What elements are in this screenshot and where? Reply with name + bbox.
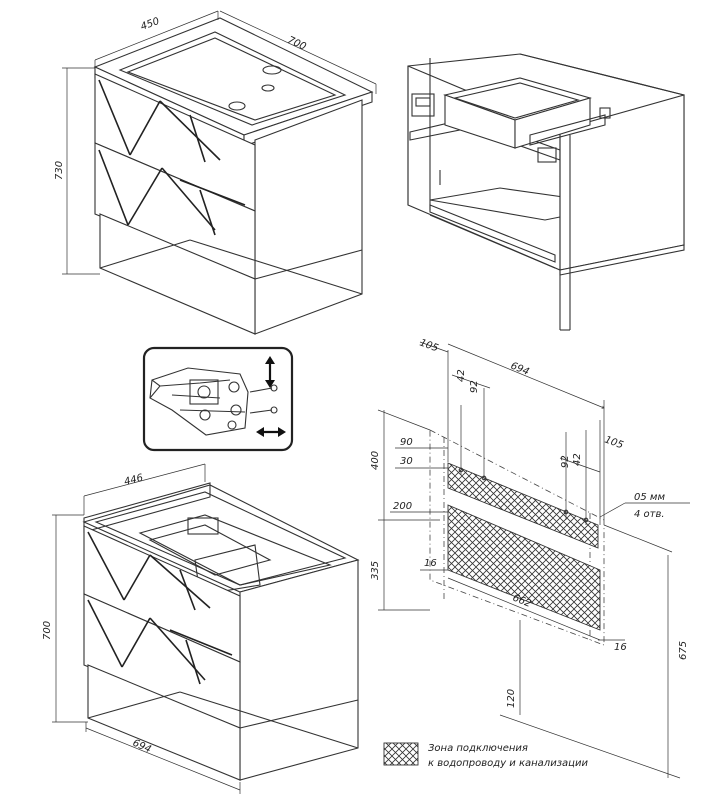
dim-16-right: 16 xyxy=(614,642,627,653)
legend-hatch-swatch xyxy=(383,742,419,766)
dim-400: 400 xyxy=(370,451,381,470)
dim-694: 694 xyxy=(509,361,531,378)
dim-675: 675 xyxy=(678,641,689,660)
dim-42-left: 42 xyxy=(456,369,467,382)
legend: Зона подключения к водопроводу и канализ… xyxy=(383,742,588,769)
cabinet-with-basin-view: 450 700 730 xyxy=(54,10,377,335)
upper-connection-zone xyxy=(447,462,599,549)
dim-16-left: 16 xyxy=(424,558,437,569)
lower-connection-zone xyxy=(447,504,601,631)
dim-105-right: 105 xyxy=(603,434,625,451)
double-arrow-horizontal-icon xyxy=(256,427,286,437)
dim-height-730: 730 xyxy=(54,161,65,180)
dim-30: 30 xyxy=(400,456,413,467)
cabinet-interior-view xyxy=(407,53,685,331)
dim-height-700: 700 xyxy=(42,621,53,640)
legend-line-1: Зона подключения xyxy=(428,743,528,754)
dim-92-left: 92 xyxy=(469,380,480,393)
legend-line-2: к водопроводу и канализации xyxy=(428,758,588,769)
dim-105-left: 105 xyxy=(418,337,440,354)
dim-335: 335 xyxy=(370,561,381,580)
dim-200: 200 xyxy=(393,501,412,512)
dim-width-700: 700 xyxy=(286,35,308,53)
dim-depth-450: 450 xyxy=(139,16,161,33)
hole-diameter-note: 05 мм xyxy=(634,492,665,503)
bracket-detail xyxy=(142,346,294,452)
installation-scheme: 105 694 42 92 92 42 105 400 90 30 200 33… xyxy=(370,337,690,779)
cabinet-without-basin-view: 446 700 694 xyxy=(42,463,360,794)
dim-120: 120 xyxy=(506,689,517,708)
screw-icon xyxy=(249,384,278,414)
hole-count-note: 4 отв. xyxy=(634,509,665,520)
dim-90: 90 xyxy=(400,437,413,448)
dim-depth-446: 446 xyxy=(123,473,144,488)
dim-42-right: 42 xyxy=(572,453,583,466)
dim-92-right: 92 xyxy=(560,455,571,468)
double-arrow-vertical-icon xyxy=(265,356,275,388)
